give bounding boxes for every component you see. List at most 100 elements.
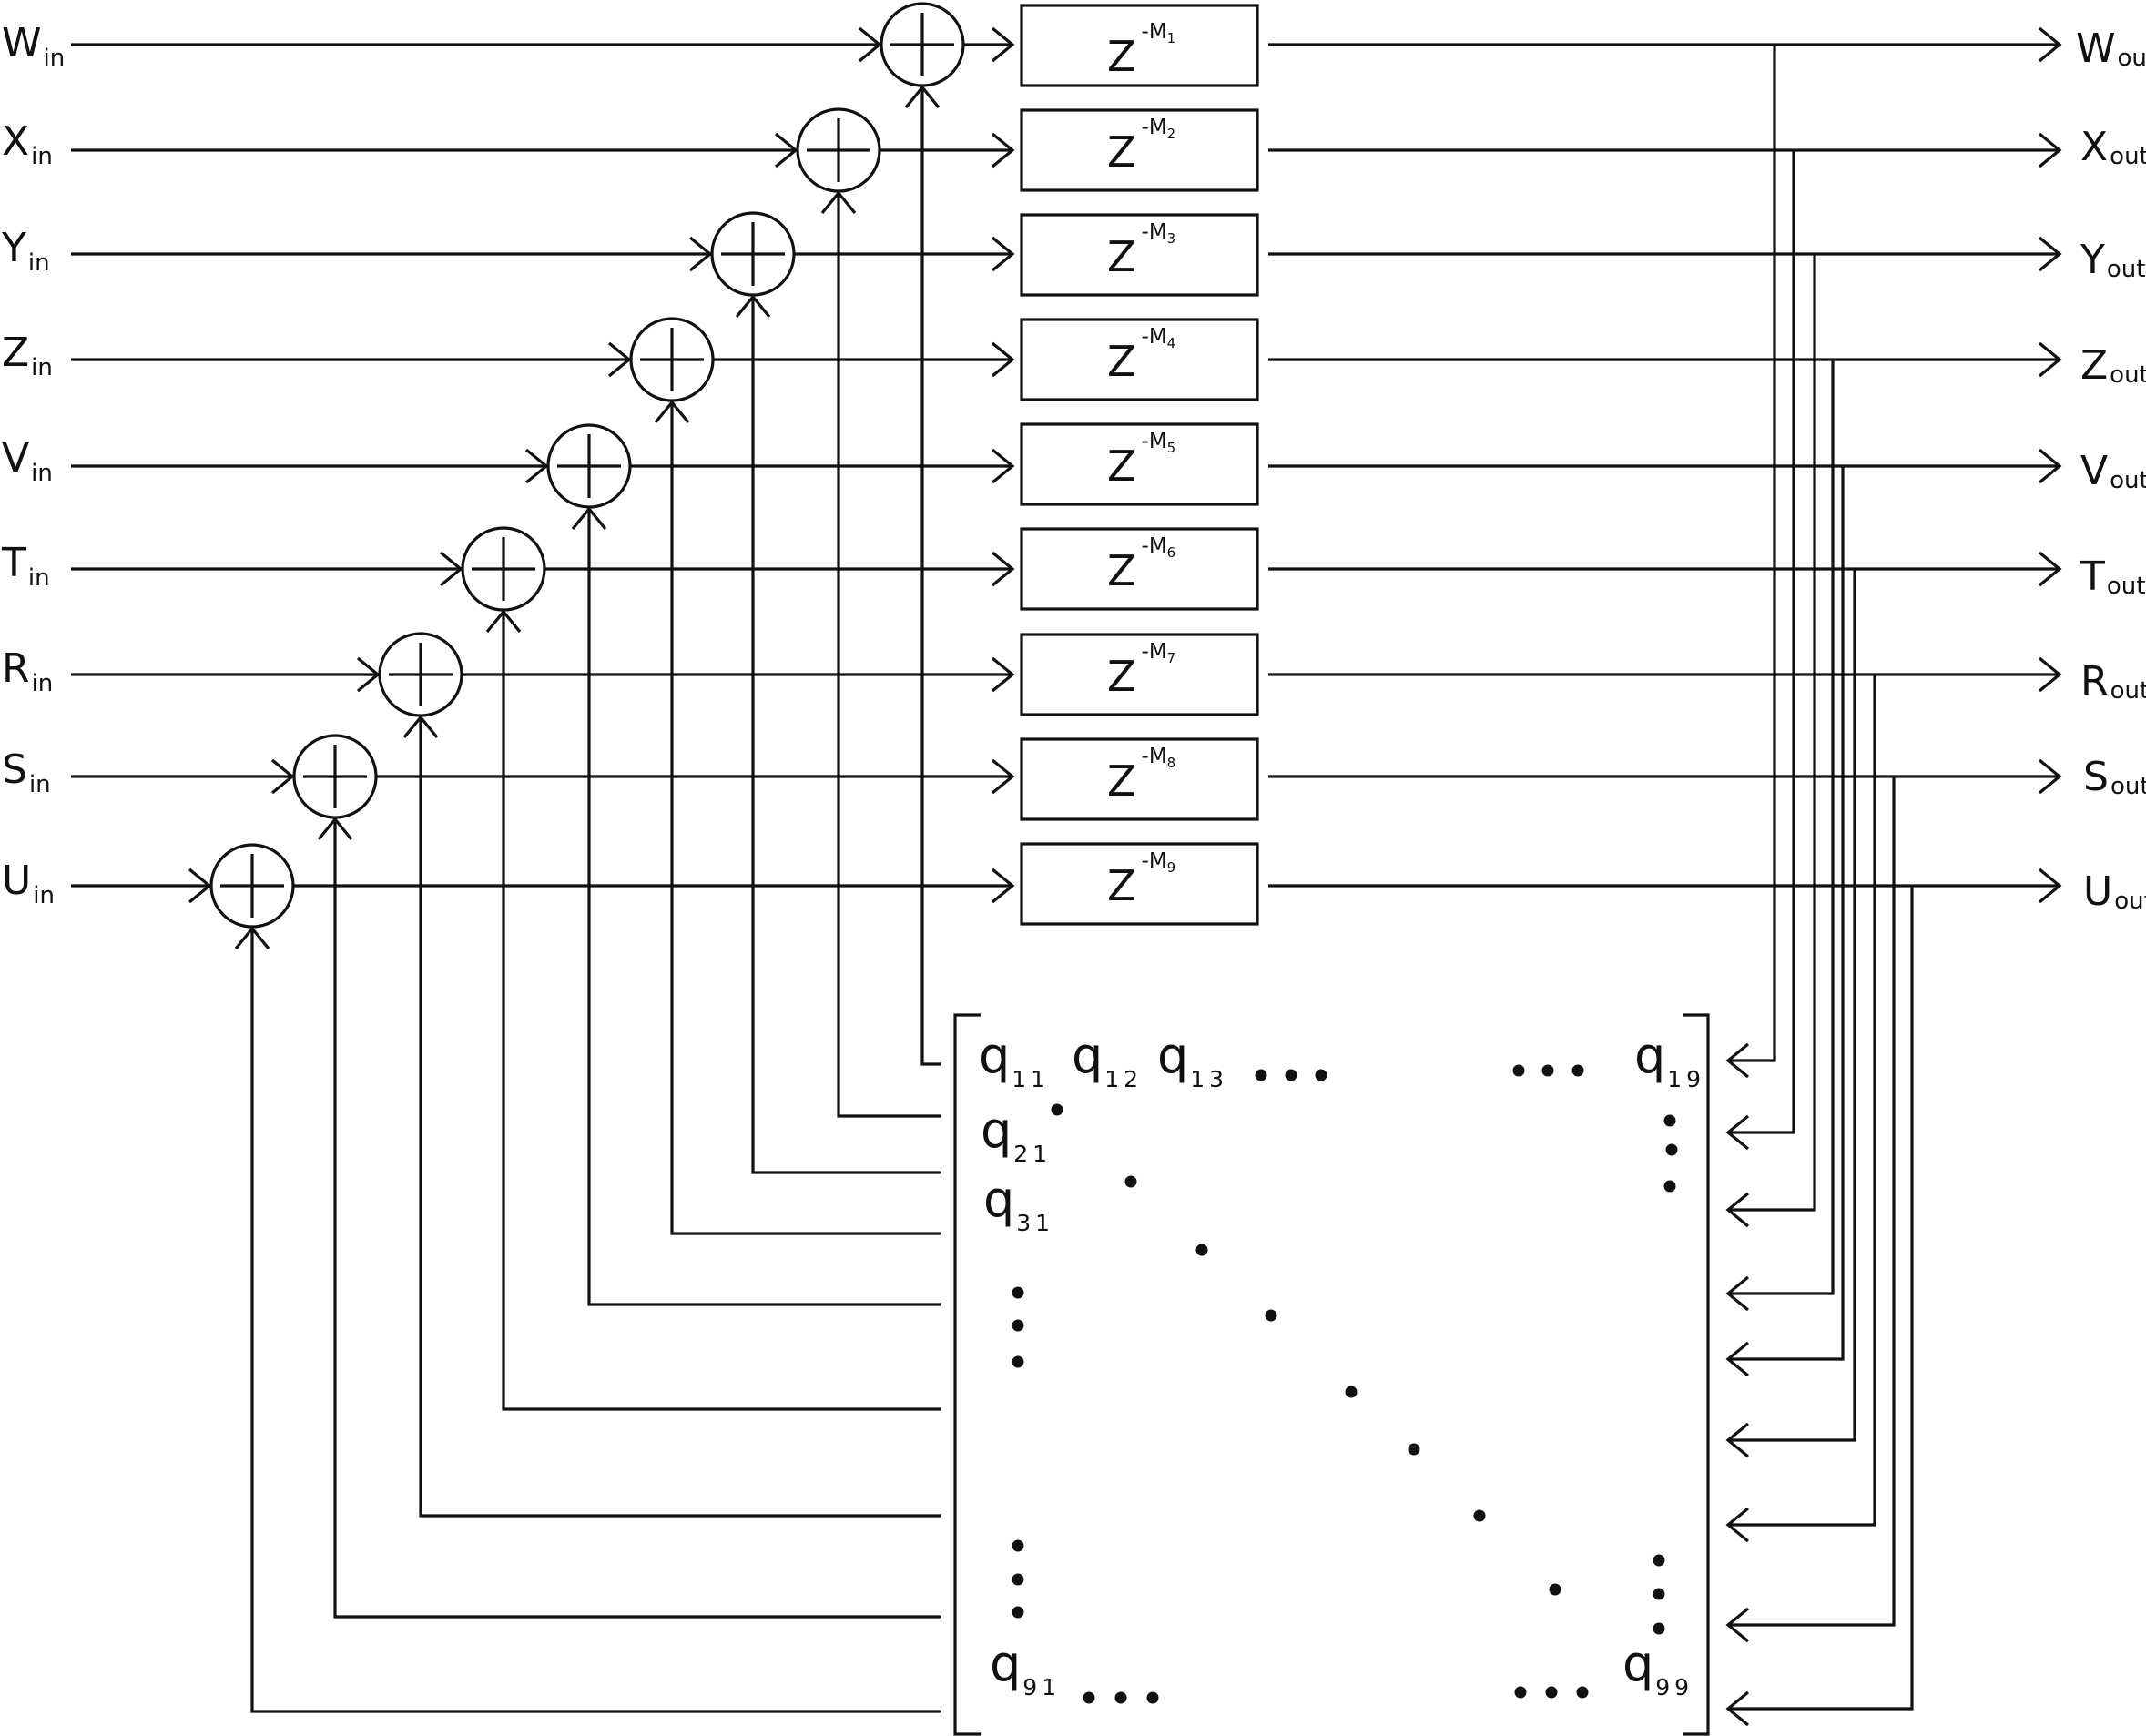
matrix-input-arrow-5 bbox=[1725, 1341, 1750, 1377]
ellipsis-dot-14 bbox=[1549, 1583, 1561, 1596]
output-arrow-2 bbox=[2038, 132, 2062, 168]
tap-wire-5 bbox=[1728, 466, 1845, 1361]
ellipsis-dot-27 bbox=[1083, 1691, 1095, 1704]
matrix-input-arrow-3 bbox=[1725, 1192, 1750, 1228]
delay-input-arrow-8 bbox=[991, 758, 1015, 795]
input-label-y: Yin bbox=[1, 225, 50, 277]
delay-block-8-label: Z-M8 bbox=[1107, 745, 1175, 806]
matrix-right-bracket bbox=[1683, 1013, 1710, 1736]
tap-wire-9 bbox=[1728, 886, 1914, 1711]
output-labels: Wout Xout Yout Zout Vout Tout Rout Sout … bbox=[2076, 25, 2146, 915]
delay-input-arrow-7 bbox=[991, 656, 1015, 693]
matrix-input-arrow-9 bbox=[1725, 1690, 1750, 1727]
delay-block-9: Z-M9 bbox=[1020, 842, 1259, 926]
feedback-arrow-9 bbox=[234, 926, 270, 950]
output-label-v: Vout bbox=[2080, 448, 2146, 494]
input-label-u: Uin bbox=[2, 858, 55, 909]
output-label-z: Zout bbox=[2080, 342, 2146, 389]
delay-blocks: Z-M1 Z-M2 Z-M3 Z-M4 Z-M5 Z-M6 Z-M7 Z-M8 bbox=[1020, 4, 1259, 926]
input-label-t: Tin bbox=[1, 540, 50, 592]
delay-block-1-label: Z-M1 bbox=[1107, 20, 1175, 81]
input-arrow-1 bbox=[858, 26, 882, 63]
feedback-wire-6 bbox=[502, 612, 941, 1411]
ellipsis-dot-16 bbox=[1665, 1143, 1678, 1156]
feedback-wire-1 bbox=[920, 87, 941, 1066]
delay-block-1: Z-M1 bbox=[1020, 4, 1259, 87]
input-arrow-6 bbox=[439, 551, 463, 587]
ellipsis-dot-4 bbox=[1512, 1064, 1525, 1077]
input-label-w: Win bbox=[2, 20, 65, 72]
summing-junction-9 bbox=[209, 843, 295, 929]
ellipsis-dot-3 bbox=[1315, 1069, 1327, 1081]
delay-input-arrow-9 bbox=[991, 868, 1015, 904]
matrix-input-arrow-4 bbox=[1725, 1275, 1750, 1312]
delay-input-arrow-5 bbox=[991, 448, 1015, 484]
input-label-v: Vin bbox=[2, 435, 53, 487]
tap-wire-2 bbox=[1728, 150, 1795, 1134]
ellipsis-dot-8 bbox=[1124, 1175, 1137, 1188]
input-arrow-9 bbox=[188, 868, 212, 904]
tap-wire-7 bbox=[1728, 675, 1876, 1527]
matrix-left-bracket bbox=[953, 1013, 981, 1736]
ellipsis-dot-10 bbox=[1265, 1309, 1277, 1322]
summing-junction-3 bbox=[710, 211, 796, 297]
feedback-arrow-5 bbox=[571, 506, 607, 531]
matrix-entry-q13: q13 bbox=[1157, 1027, 1228, 1092]
delay-block-4: Z-M4 bbox=[1020, 318, 1259, 401]
delay-block-2: Z-M2 bbox=[1020, 108, 1259, 192]
summing-junctions bbox=[209, 2, 965, 929]
output-label-t: Tout bbox=[2080, 553, 2145, 600]
input-arrow-5 bbox=[524, 448, 549, 484]
output-arrow-9 bbox=[2038, 868, 2062, 904]
ellipsis-dot-7 bbox=[1051, 1103, 1063, 1116]
delay-block-4-label: Z-M4 bbox=[1107, 325, 1175, 386]
ellipsis-dot-1 bbox=[1255, 1069, 1267, 1081]
tap-wire-3 bbox=[1728, 254, 1816, 1212]
delay-block-9-label: Z-M9 bbox=[1107, 849, 1175, 910]
feedback-wire-5 bbox=[587, 509, 941, 1306]
delay-block-5: Z-M5 bbox=[1020, 422, 1259, 506]
delay-input-arrow-4 bbox=[991, 341, 1015, 378]
ellipsis-dot-15 bbox=[1663, 1114, 1676, 1127]
delay-block-2-label: Z-M2 bbox=[1107, 116, 1175, 177]
tap-wire-4 bbox=[1728, 360, 1835, 1295]
ellipsis-dot-26 bbox=[1653, 1622, 1665, 1635]
matrix-entry-q12: q12 bbox=[1072, 1027, 1143, 1092]
ellipsis-dot-23 bbox=[1012, 1606, 1024, 1619]
input-arrow-7 bbox=[356, 656, 381, 693]
summing-junction-8 bbox=[292, 734, 378, 819]
matrix-input-arrow-2 bbox=[1725, 1114, 1750, 1151]
matrix-entry-q91: q91 bbox=[990, 1635, 1061, 1700]
delay-block-6: Z-M6 bbox=[1020, 527, 1259, 611]
ellipsis-dot-25 bbox=[1653, 1588, 1665, 1600]
delay-block-3: Z-M3 bbox=[1020, 213, 1259, 297]
matrix-entry-q19: q19 bbox=[1634, 1027, 1705, 1092]
output-arrow-3 bbox=[2038, 236, 2062, 272]
output-label-u: Uout bbox=[2083, 868, 2146, 915]
input-label-s: Sin bbox=[2, 746, 51, 798]
ellipsis-dot-6 bbox=[1571, 1064, 1584, 1077]
matrix-input-arrow-8 bbox=[1725, 1607, 1750, 1643]
input-label-r: Rin bbox=[2, 645, 53, 697]
output-arrow-4 bbox=[2038, 341, 2062, 378]
ellipsis-dot-32 bbox=[1576, 1686, 1589, 1699]
output-arrow-1 bbox=[2038, 26, 2062, 63]
ellipsis-dot-12 bbox=[1408, 1443, 1420, 1456]
output-label-x: Xout bbox=[2080, 124, 2146, 170]
delay-block-7: Z-M7 bbox=[1020, 633, 1259, 716]
input-labels: Win Xin Yin Zin Vin Tin Rin Sin Uin bbox=[1, 20, 65, 909]
feedback-arrow-7 bbox=[402, 715, 439, 739]
matrix-entry-q99: q99 bbox=[1622, 1635, 1693, 1700]
delay-input-arrow-1 bbox=[991, 26, 1015, 63]
output-label-r: Rout bbox=[2080, 658, 2146, 705]
matrix-input-arrow-6 bbox=[1725, 1422, 1750, 1458]
ellipsis-dot-11 bbox=[1345, 1386, 1358, 1398]
input-arrow-8 bbox=[270, 758, 295, 795]
output-label-y: Yout bbox=[2080, 237, 2145, 283]
input-arrow-4 bbox=[607, 341, 632, 378]
summing-junction-4 bbox=[629, 317, 715, 402]
feedback-wire-3 bbox=[751, 297, 941, 1174]
feedback-arrow-2 bbox=[820, 190, 857, 215]
matrix-input-arrow-1 bbox=[1725, 1042, 1750, 1079]
